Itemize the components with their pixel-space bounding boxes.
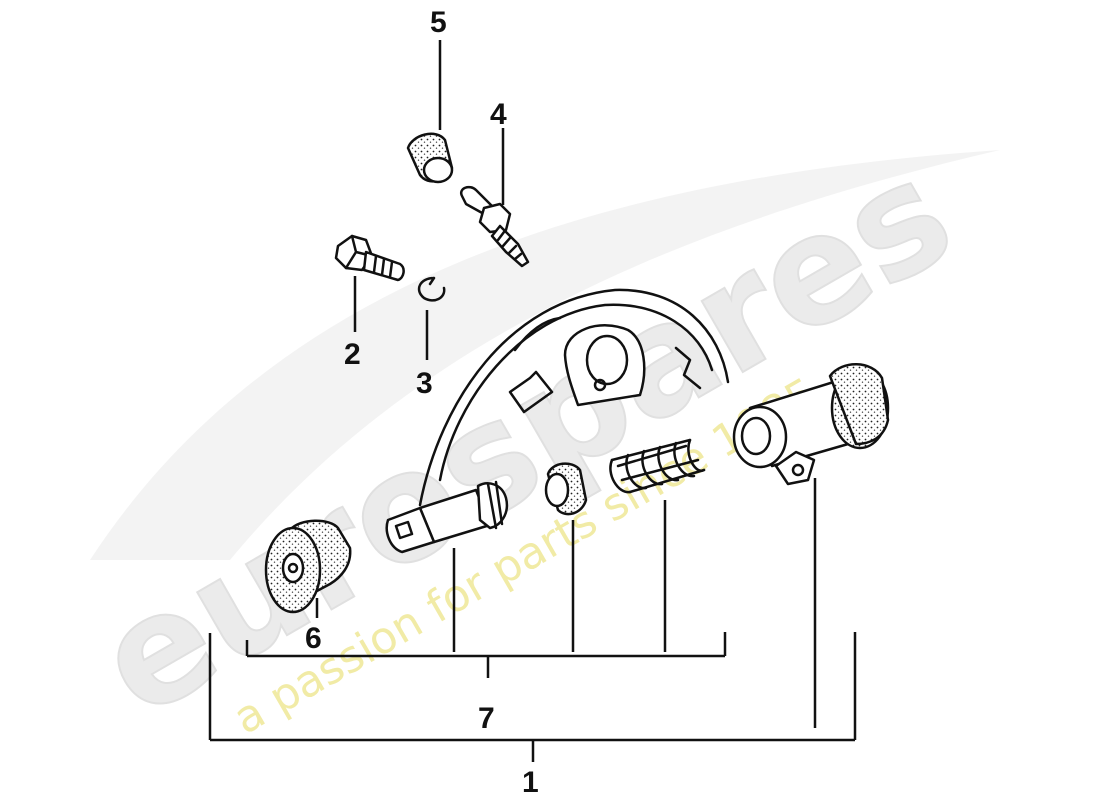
watermark-swoosh [90,150,1000,560]
callout-7: 7 [478,702,495,735]
brake-backing-plate [418,288,730,507]
dust-cap-icon [406,132,454,184]
spring-icon [609,438,706,494]
lock-washer-icon [417,276,446,302]
callout-5: 5 [430,6,447,39]
boot-icon [264,519,352,614]
cup-seal-icon [544,462,588,516]
callout-1: 1 [522,766,539,799]
callout-2: 2 [344,338,361,371]
hex-bolt-icon [334,234,405,282]
callout-3: 3 [416,367,433,400]
bleeder-valve-icon [459,185,530,268]
callout-6: 6 [305,622,322,655]
leader-lines [208,40,857,762]
piston-icon [385,480,509,554]
callout-4: 4 [490,98,507,131]
cylinder-housing-icon [732,363,890,486]
